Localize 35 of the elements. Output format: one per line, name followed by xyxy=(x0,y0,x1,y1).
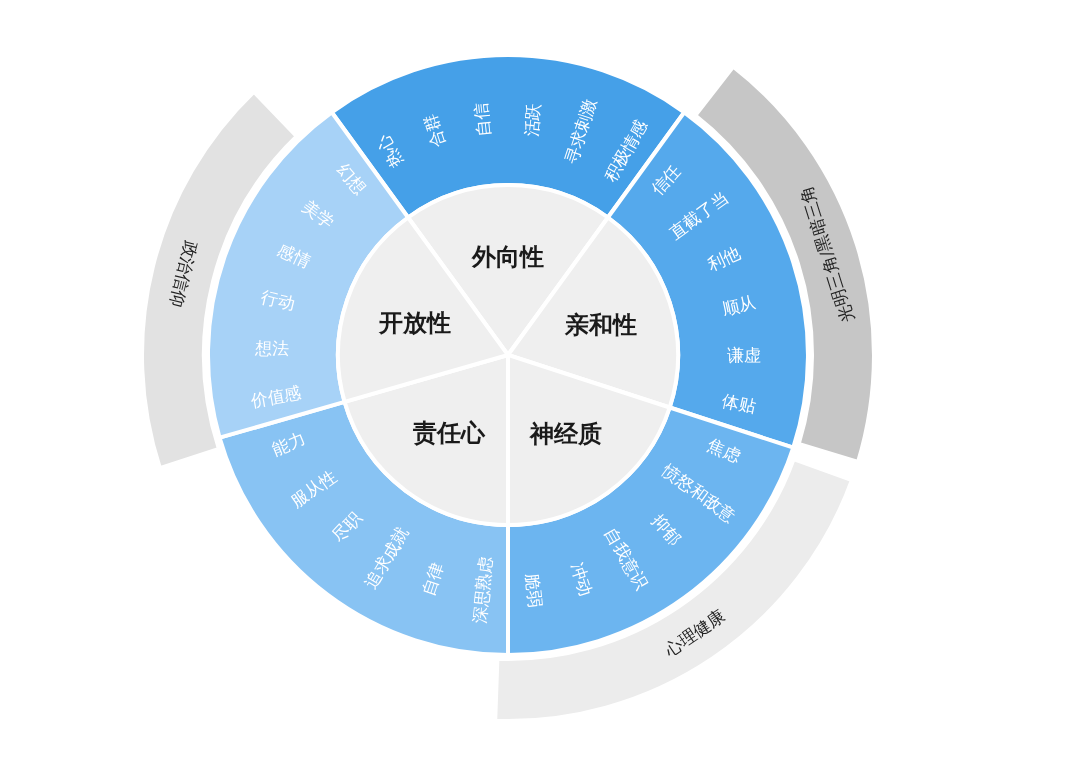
facet-label: 寻求刺激 xyxy=(562,95,600,166)
trait-label: 责任心 xyxy=(413,421,485,446)
facet-label: 深思熟虑 xyxy=(470,554,495,625)
facet-label: 服从性 xyxy=(287,467,340,511)
facet-label: 追求成就 xyxy=(362,524,412,592)
trait-label: 亲和性 xyxy=(565,312,638,337)
facet-label: 冲动 xyxy=(567,560,595,599)
facet-label: 行动 xyxy=(259,289,297,314)
facet-label: 自信 xyxy=(473,102,494,139)
facet-label: 感情 xyxy=(274,241,313,271)
facet-label: 利他 xyxy=(704,244,743,274)
facet-label: 想法 xyxy=(254,339,290,358)
facet-label: 尽职 xyxy=(328,508,365,546)
band-label: 政治信仰 xyxy=(166,238,200,309)
facet-label: 脆弱 xyxy=(522,571,543,608)
band-label: 光明三角/黑暗三角 xyxy=(798,184,857,325)
facet-label: 活跃 xyxy=(522,102,543,139)
facet-label: 抑郁 xyxy=(648,512,684,549)
facet-label: 自律 xyxy=(419,560,447,598)
facet-label: 积极情感 xyxy=(601,116,651,185)
facet-label: 焦虑 xyxy=(704,436,743,466)
facet-label: 幻想 xyxy=(332,160,369,198)
facet-label: 谦虚 xyxy=(727,346,761,364)
trait-label: 外向性 xyxy=(472,245,544,269)
facet-label: 体贴 xyxy=(720,392,758,416)
band-label: 心理健康 xyxy=(662,606,729,659)
facet-label: 热心 xyxy=(374,131,406,170)
facet-label: 顺从 xyxy=(720,294,758,318)
facet-label: 自我意识 xyxy=(601,525,651,594)
facet-label: 美学 xyxy=(299,197,337,232)
facet-label: 能力 xyxy=(270,429,309,459)
facet-label: 价值感 xyxy=(249,383,303,410)
trait-label: 神经质 xyxy=(529,422,602,447)
facet-label: 合群 xyxy=(421,111,449,150)
trait-label: 开放性 xyxy=(379,311,452,336)
